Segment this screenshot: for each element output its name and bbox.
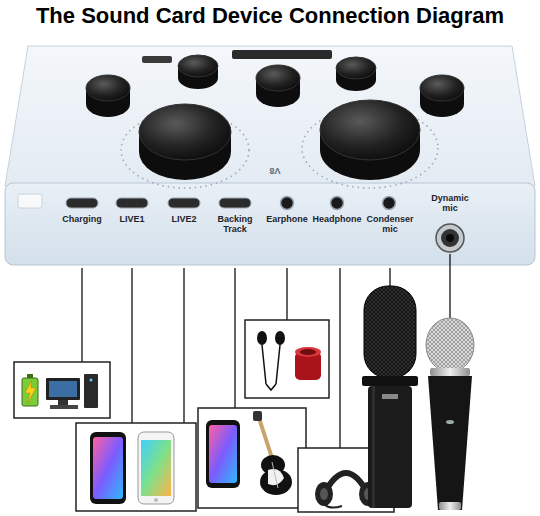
device-box xyxy=(14,362,110,418)
phone-icon xyxy=(206,420,240,488)
phone-icon xyxy=(93,437,123,499)
knob xyxy=(420,75,464,101)
charging-computer-icon xyxy=(49,381,77,397)
headset-icon xyxy=(320,488,328,500)
earphone-speaker-icon xyxy=(295,347,321,357)
sound-card-body xyxy=(232,50,332,59)
phone-icon xyxy=(154,498,158,502)
port-socket xyxy=(66,198,98,208)
earphone-speaker-icon xyxy=(275,331,285,345)
leader-line xyxy=(183,268,184,423)
guitar-icon xyxy=(253,411,292,495)
port-label: Headphone xyxy=(309,214,365,224)
charging-computer-icon xyxy=(25,380,36,404)
earphone-speaker-icon xyxy=(300,349,316,355)
guitar-icon xyxy=(259,418,272,458)
port-socket xyxy=(281,197,294,210)
device-box xyxy=(14,320,394,512)
port-label: Backing Track xyxy=(211,214,259,235)
earphone-speaker-icon xyxy=(257,331,267,345)
phone-icon xyxy=(90,432,126,504)
condenser-mic-icon xyxy=(364,286,416,378)
charging-computer-icon xyxy=(90,379,93,382)
charging-computer-icon xyxy=(50,405,78,409)
condenser-mic-icon xyxy=(368,386,412,508)
leader-line xyxy=(234,268,235,408)
sound-card-body xyxy=(18,194,42,208)
knob xyxy=(256,65,300,91)
port-socket xyxy=(66,197,464,253)
port-label: Dynamic mic xyxy=(426,193,474,214)
port-socket xyxy=(441,229,459,247)
sound-card-body xyxy=(5,183,535,265)
condenser-mic-icon xyxy=(372,386,375,508)
device-box xyxy=(76,423,196,511)
port-socket xyxy=(168,198,200,208)
leader-line xyxy=(81,268,82,362)
leader-line xyxy=(339,268,340,448)
device-box xyxy=(198,408,306,508)
earphone-speaker-icon xyxy=(262,345,280,390)
port-label: Condenser mic xyxy=(363,214,417,235)
condenser-mic-icon xyxy=(362,286,418,508)
dynamic-mic-icon xyxy=(430,368,470,376)
phone-icon xyxy=(138,432,174,504)
charging-computer-icon xyxy=(22,378,38,406)
sound-card-body xyxy=(5,46,535,265)
port-socket xyxy=(331,197,344,210)
dynamic-mic-icon xyxy=(426,318,474,372)
charging-computer-icon xyxy=(46,378,80,400)
knob xyxy=(86,75,130,101)
headset-icon xyxy=(324,504,342,508)
port-label: LIVE2 xyxy=(159,214,209,224)
dynamic-mic-icon xyxy=(446,420,454,424)
port-label: LIVE1 xyxy=(107,214,157,224)
port-socket xyxy=(446,234,454,242)
phone-icon xyxy=(209,425,237,483)
guitar-icon xyxy=(268,469,284,485)
knob xyxy=(320,100,420,160)
earphone-speaker-icon xyxy=(257,331,321,390)
knob xyxy=(336,57,376,79)
guitar-icon xyxy=(253,411,262,421)
port-socket xyxy=(383,197,396,210)
port-label: Earphone xyxy=(259,214,315,224)
port-socket xyxy=(219,198,251,208)
charging-computer-icon xyxy=(22,374,98,409)
leader-line xyxy=(449,254,450,318)
phone-icon xyxy=(90,420,240,504)
guitar-icon xyxy=(272,462,278,488)
knob xyxy=(139,104,231,160)
dynamic-mic-icon xyxy=(439,502,461,510)
guitar-icon xyxy=(260,469,292,495)
leader-line xyxy=(286,268,287,320)
dynamic-mic-icon xyxy=(426,318,474,510)
port-socket xyxy=(436,224,464,252)
headset-icon xyxy=(315,473,377,508)
sound-card-body xyxy=(142,56,172,63)
sound-card-body xyxy=(5,46,535,186)
diagram-title: The Sound Card Device Connection Diagram xyxy=(0,3,540,29)
model-label: V8 xyxy=(263,166,287,176)
leader-line xyxy=(389,268,390,286)
dynamic-mic-icon xyxy=(428,376,472,510)
charging-computer-icon xyxy=(84,374,98,408)
phone-icon xyxy=(141,440,171,496)
port-socket xyxy=(116,198,148,208)
port-label: Charging xyxy=(52,214,112,224)
device-box xyxy=(245,320,329,398)
condenser-mic-icon xyxy=(382,394,398,399)
leader-line xyxy=(131,268,132,423)
headset-icon xyxy=(315,482,333,506)
charging-computer-icon xyxy=(27,374,33,378)
condenser-mic-icon xyxy=(362,376,418,386)
knob xyxy=(86,55,464,180)
charging-computer-icon xyxy=(58,400,68,405)
knob xyxy=(178,55,218,77)
